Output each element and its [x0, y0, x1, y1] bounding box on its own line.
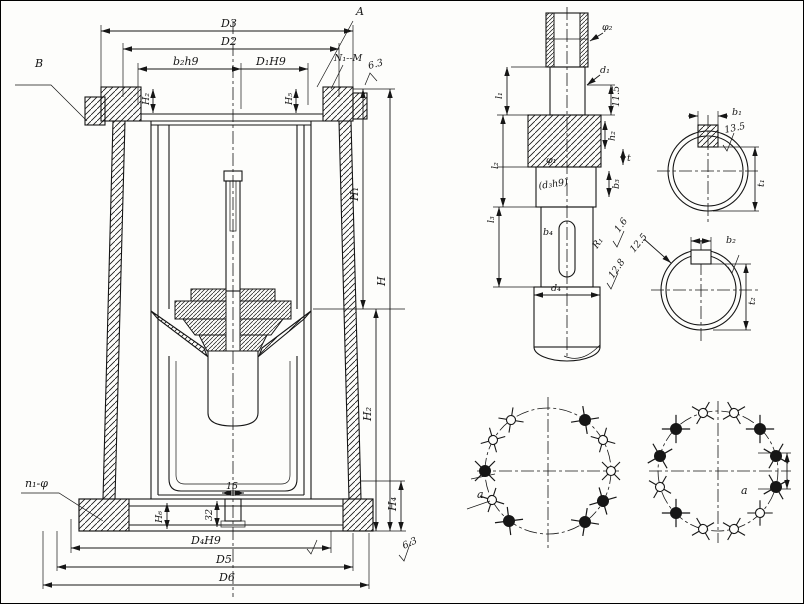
- label-a: A: [355, 5, 364, 18]
- keyway-slot: [558, 220, 576, 278]
- dim-d6: D6: [218, 571, 235, 584]
- keyway-cut: [690, 249, 712, 265]
- dim-h6: H₆: [154, 511, 165, 524]
- dim-h2-shaft: h₂: [607, 131, 618, 141]
- dim-d1h9: D₁H9: [255, 55, 286, 68]
- main-sectional-view: D3 D2 b₂h9 D₁H9 H₂ H₅ N₁--M 6.3 H₁ H H₂: [15, 5, 419, 597]
- dim-h1: H₁: [348, 187, 361, 202]
- roughness-top-value: 6.3: [367, 57, 384, 72]
- top-flange: [84, 86, 368, 126]
- dim-l3: l₃: [486, 216, 497, 223]
- dim-b2h9: b₂h9: [173, 55, 199, 68]
- label-n1-phi: n₁-φ: [25, 477, 48, 490]
- dim-t-shaft: t: [627, 153, 631, 164]
- dim-d5: D5: [215, 553, 232, 566]
- left-wall: [102, 120, 126, 500]
- roughness-symbol-bottom: [398, 540, 412, 562]
- dim-t2: t₂: [747, 297, 758, 305]
- dim-32: 32: [204, 509, 215, 521]
- dim-h2-flange: H₂: [141, 93, 152, 106]
- dim-b2: b₂: [726, 235, 736, 246]
- nozzle-b: [84, 96, 106, 126]
- dim-d3h9: (d₃h9): [538, 177, 569, 192]
- shaft-section-upper: b₁ 13.5 t₁: [657, 107, 767, 225]
- dim-r1: R₁: [590, 235, 606, 251]
- bottom-dimensions: D₄H9 D5 D6 H₆ 15 32: [42, 481, 370, 589]
- roughness-symbol-top: [364, 72, 378, 86]
- dim-b4: b₄: [543, 227, 553, 238]
- top-dimensions: D3 D2 b₂h9 D₁H9 H₂ H₅ N₁--M 6.3: [100, 17, 384, 113]
- shaft-section-lower: b₂ 12.5 t₂: [628, 232, 761, 342]
- dim-phi1: φ₁: [546, 155, 556, 166]
- dim-a-left: a: [477, 488, 484, 501]
- dim-phi2: φ₂: [602, 22, 613, 33]
- roughness-symbol-12-8: [606, 272, 619, 290]
- roughness-12-8: 12.8: [606, 257, 627, 281]
- label-b: B: [34, 57, 43, 70]
- dim-d4: d₄: [551, 283, 561, 294]
- dim-h5-flange: H₅: [284, 93, 295, 106]
- funnel-right: [257, 310, 312, 358]
- roughness-bottom-value: 6.3: [401, 535, 419, 551]
- dim-h4: H₄: [386, 497, 399, 512]
- roughness-symbol-1-6: [612, 230, 625, 248]
- roughness-symbol-d4h9: [306, 539, 318, 555]
- dim-d4h9: D₄H9: [190, 534, 221, 547]
- funnel-left: [150, 310, 209, 358]
- dim-b1: b₁: [732, 107, 742, 118]
- dim-h2: H₂: [361, 407, 374, 422]
- key-boss: [697, 124, 719, 148]
- dim-11-5: 11.5: [611, 86, 622, 107]
- label-n1m: N₁--M: [333, 53, 363, 64]
- agitator-shaft-assembly: [174, 170, 292, 528]
- right-dimensions: H₁ H H₂ H₄ 6.3: [313, 88, 419, 562]
- dim-l1: l₁: [494, 92, 505, 99]
- dim-15: 15: [226, 481, 238, 492]
- bolt-circle-right: a: [647, 401, 791, 543]
- dim-t1: t₁: [756, 179, 767, 187]
- dim-b3: b₃: [611, 179, 622, 189]
- roughness-13-5: 13.5: [723, 121, 746, 136]
- dim-d2: D2: [220, 35, 237, 48]
- roughness-1-6: 1.6: [612, 216, 630, 235]
- dim-l2: l₂: [490, 162, 501, 169]
- dim-h: H: [375, 276, 388, 287]
- right-wall: [338, 120, 362, 500]
- shaft-detail-view: φ₂ d₁ 11.5 h₂ t b₃ 1.6 R₁ 12.8 φ₁ (d₃h9)…: [486, 7, 631, 362]
- dim-a-right: a: [741, 484, 748, 497]
- view-leaders: B A n₁-φ: [15, 5, 364, 522]
- shaft-break-line: [533, 346, 601, 362]
- inner-liner: [150, 121, 312, 499]
- dim-d3: D3: [220, 17, 237, 30]
- bottom-flange: [78, 498, 374, 532]
- dim-d1-shaft: d₁: [600, 65, 610, 76]
- roughness-12-5: 12.5: [628, 232, 650, 255]
- bolt-circle-left: a: [466, 397, 621, 549]
- roughness-symbol-keyway: [727, 254, 740, 274]
